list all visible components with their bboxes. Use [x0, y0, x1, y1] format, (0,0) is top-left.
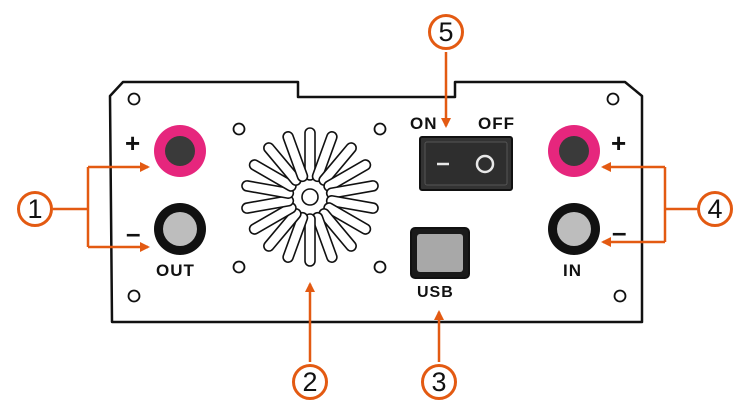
mounting-hole: [373, 122, 387, 136]
out-negative-terminal[interactable]: [154, 203, 206, 255]
in-label: IN: [563, 261, 582, 280]
mounting-hole: [127, 289, 141, 303]
grille-slot: [263, 142, 302, 186]
mounting-hole: [606, 92, 620, 106]
switch-off-mark: [475, 154, 495, 174]
speaker-grille: [241, 127, 379, 267]
out-minus-sign: –: [126, 218, 141, 248]
callout-2: 2: [292, 364, 328, 400]
mounting-hole: [232, 122, 246, 136]
callout-5: 5: [428, 14, 464, 50]
callout-3: 3: [421, 364, 457, 400]
grille-slot: [311, 211, 338, 263]
usb-label: USB: [417, 284, 454, 301]
grille-slot: [282, 131, 309, 183]
grille-slot: [318, 208, 357, 252]
out-label: OUT: [156, 261, 195, 280]
grille-slot: [304, 213, 316, 267]
panel-outline: [108, 80, 644, 324]
grille-slot: [248, 159, 297, 192]
callout-1: 1: [17, 191, 53, 227]
on-label: ON: [410, 114, 438, 133]
off-label: OFF: [478, 114, 515, 133]
grille-slot: [323, 159, 372, 192]
grille-slot: [311, 131, 338, 183]
grille-slot: [263, 208, 302, 252]
grille-slot: [323, 202, 372, 235]
grille-slot: [282, 211, 309, 263]
grille-slot: [248, 202, 297, 235]
mounting-hole: [373, 260, 387, 274]
grille-slot: [318, 142, 357, 186]
out-plus-sign: +: [125, 128, 141, 158]
grille-slot: [325, 195, 379, 214]
mounting-hole: [127, 92, 141, 106]
in-plus-sign: +: [611, 128, 627, 158]
grille-slot: [241, 195, 295, 214]
out-positive-terminal[interactable]: [154, 125, 206, 177]
grille-slot: [304, 127, 316, 181]
power-switch[interactable]: [419, 136, 513, 191]
grille-center: [301, 188, 319, 206]
grille-slot: [241, 180, 295, 199]
callout-4: 4: [697, 191, 733, 227]
in-positive-terminal[interactable]: [548, 125, 600, 177]
in-minus-sign: –: [612, 217, 627, 247]
mounting-hole: [613, 289, 627, 303]
usb-port[interactable]: [410, 227, 470, 279]
mounting-hole: [232, 260, 246, 274]
in-negative-terminal[interactable]: [548, 203, 600, 255]
mounting-holes: [127, 92, 627, 303]
leader-lines: [53, 52, 697, 362]
grille-slot: [325, 180, 379, 199]
